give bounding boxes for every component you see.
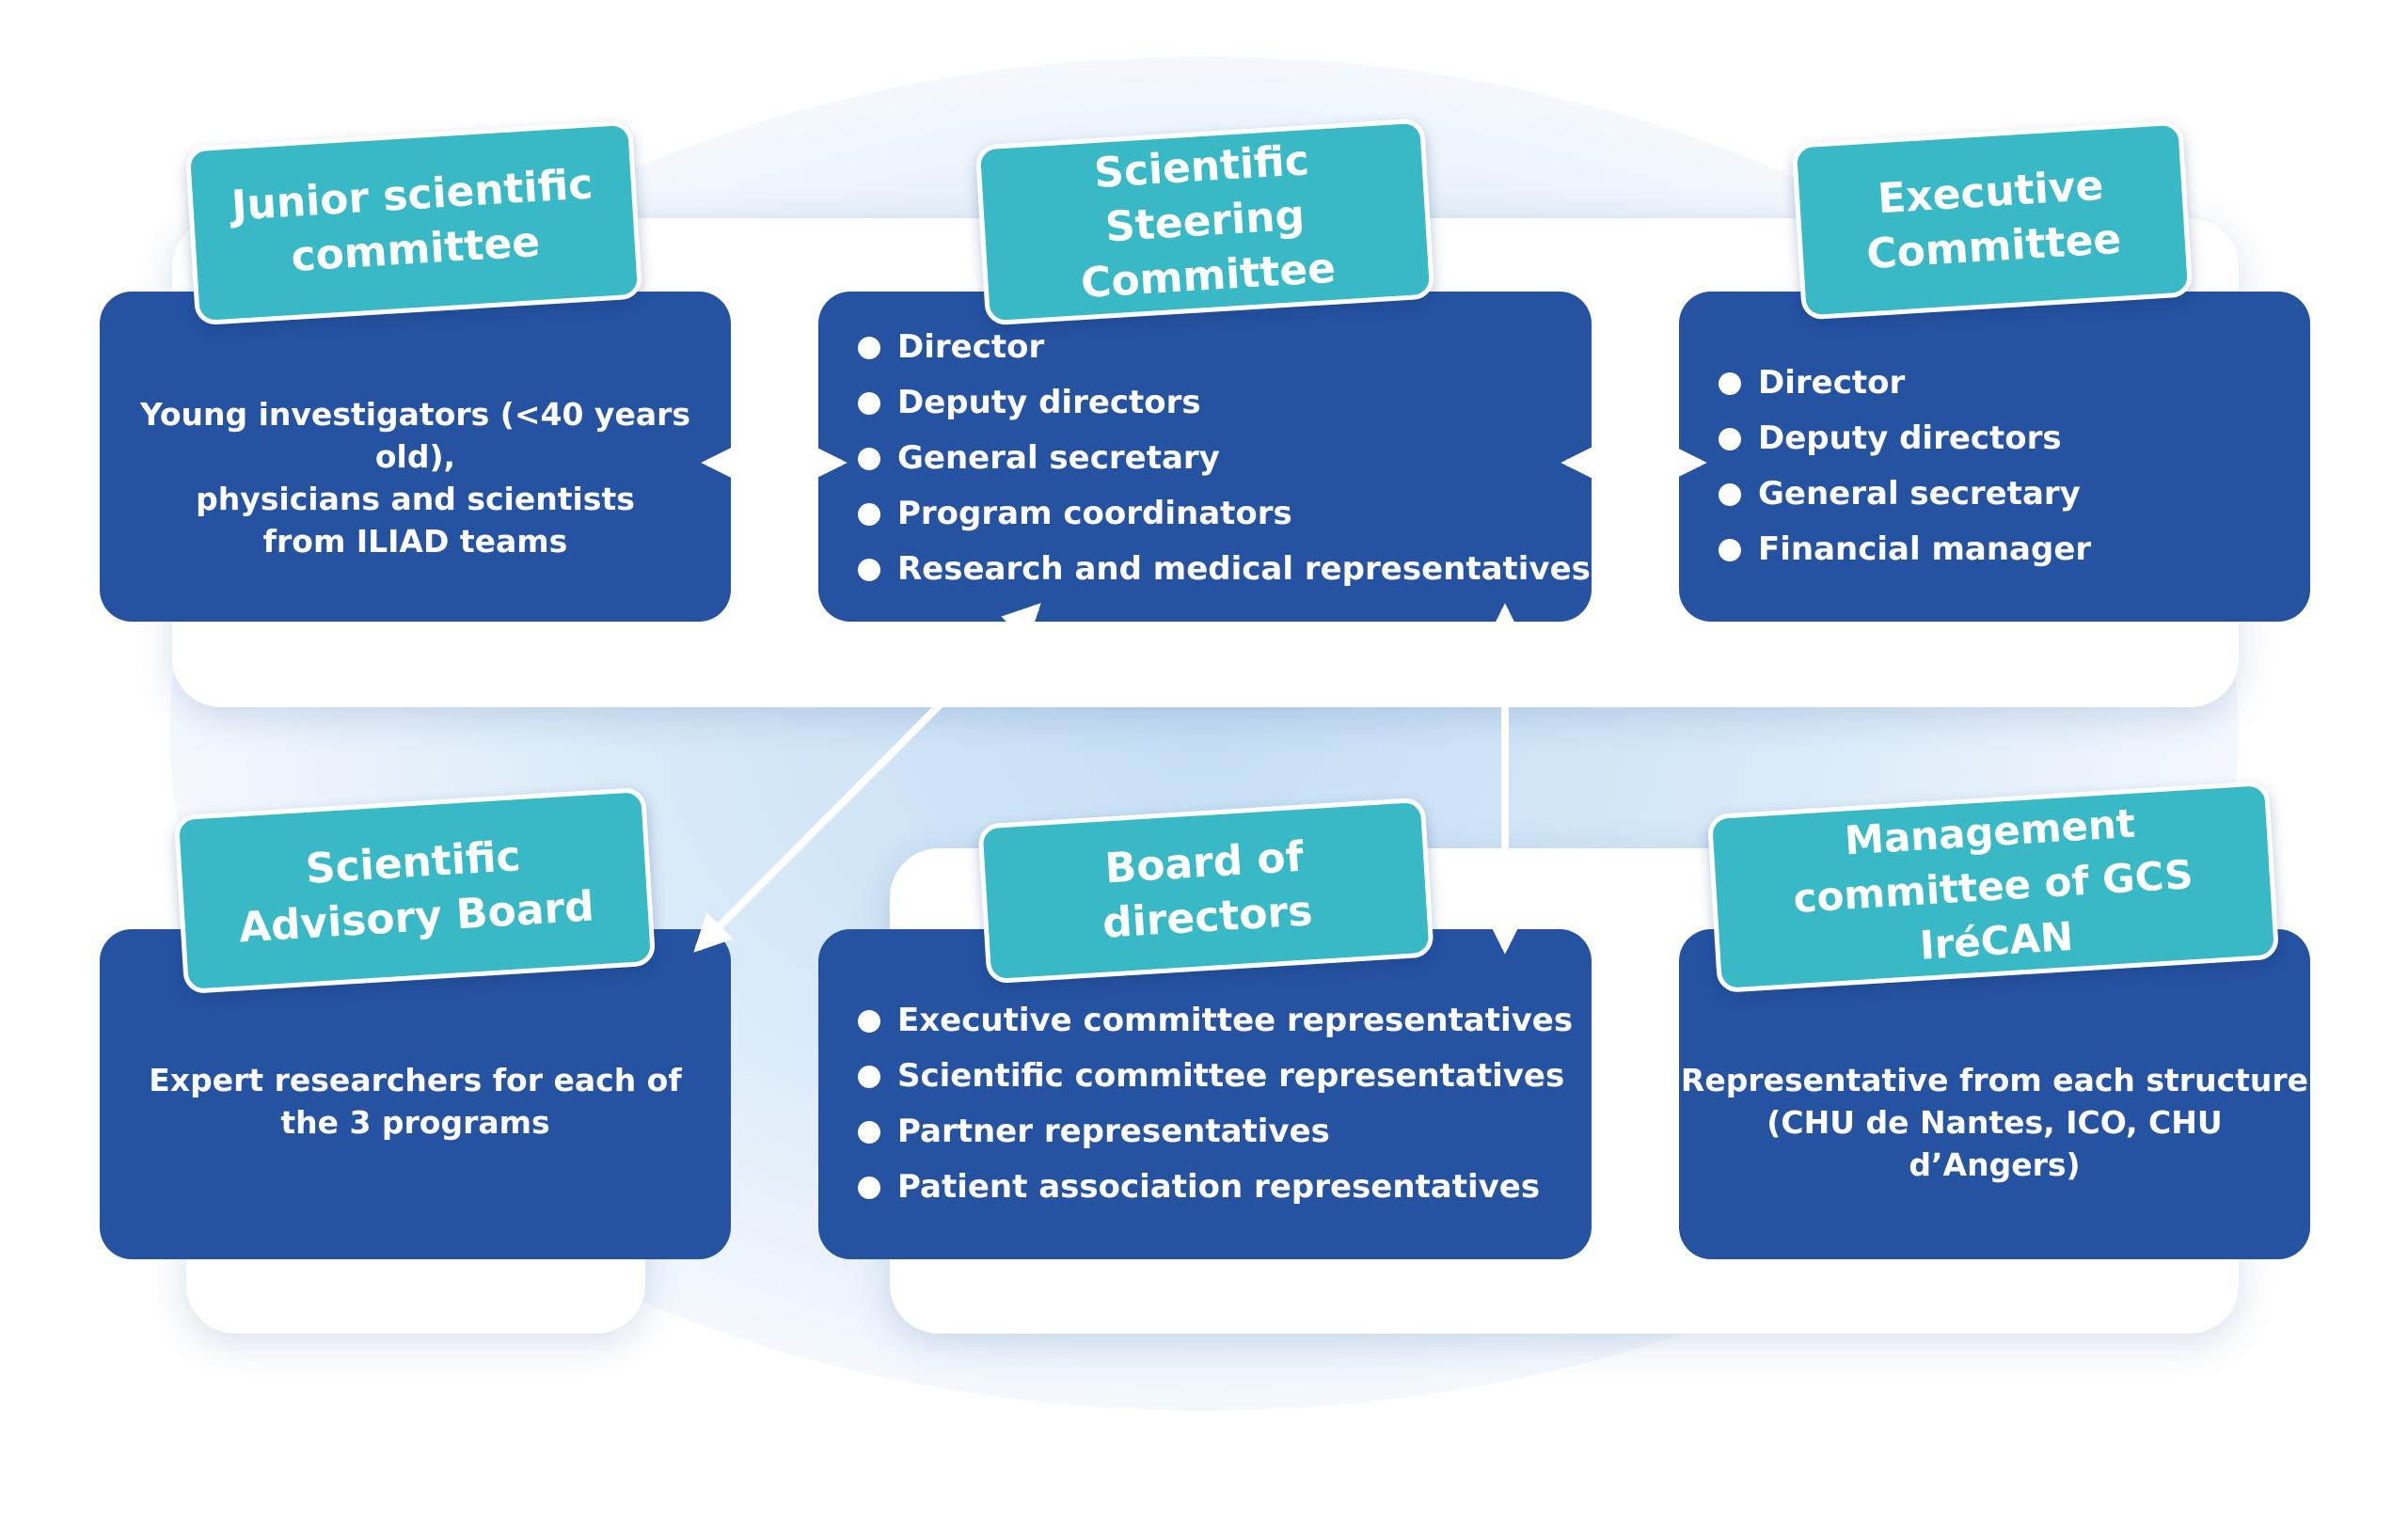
executive-committee-box: Director Deputy directors General secret… bbox=[1679, 292, 2310, 622]
member-label: Financial manager bbox=[1758, 530, 2092, 568]
member-label: Program coordinators bbox=[897, 495, 1292, 532]
board-members-list: Executive committee representatives Scie… bbox=[858, 993, 1573, 1215]
description-line: Representative from each structure bbox=[1680, 1062, 2309, 1098]
member-label: Patient association representatives bbox=[897, 1168, 1541, 1206]
list-item: Program coordinators bbox=[858, 486, 1591, 542]
advisory-board-description: Expert researchers for each of the 3 pro… bbox=[100, 1059, 731, 1144]
bullet-icon bbox=[858, 1121, 880, 1144]
description-line: (CHU de Nantes, ICO, CHU d’Angers) bbox=[1766, 1104, 2223, 1183]
member-label: Partner representatives bbox=[897, 1113, 1330, 1150]
member-label: General secretary bbox=[897, 439, 1220, 477]
bullet-icon bbox=[858, 559, 880, 581]
member-label: Deputy directors bbox=[897, 384, 1201, 421]
bullet-icon bbox=[1719, 539, 1741, 561]
arrow-steering-advisory bbox=[693, 603, 1041, 953]
executive-members-list: Director Deputy directors General secret… bbox=[1719, 355, 2091, 577]
list-item: Director bbox=[858, 320, 1591, 375]
bullet-icon bbox=[858, 1010, 880, 1033]
junior-committee-box: Young investigators (<40 years old), phy… bbox=[100, 292, 731, 622]
list-item: General secretary bbox=[858, 431, 1591, 486]
junior-committee-description: Young investigators (<40 years old), phy… bbox=[100, 393, 731, 562]
member-label: Research and medical representatives bbox=[897, 550, 1591, 588]
list-item: Deputy directors bbox=[858, 375, 1591, 431]
bullet-icon bbox=[858, 1066, 880, 1088]
list-item: Patient association representatives bbox=[858, 1160, 1573, 1215]
bullet-icon bbox=[858, 337, 880, 359]
steering-committee-box: Director Deputy directors General secret… bbox=[818, 292, 1592, 622]
description-line: Expert researchers for each of bbox=[149, 1062, 682, 1098]
list-item: Deputy directors bbox=[1719, 411, 2091, 466]
member-label: Executive committee representatives bbox=[897, 1002, 1574, 1039]
member-label: Deputy directors bbox=[1758, 419, 2062, 457]
member-label: Scientific committee representatives bbox=[897, 1057, 1565, 1095]
bullet-icon bbox=[858, 1177, 880, 1199]
list-item: Scientific committee representatives bbox=[858, 1049, 1573, 1104]
description-line: from ILIAD teams bbox=[262, 523, 568, 560]
steering-members-list: Director Deputy directors General secret… bbox=[858, 320, 1591, 597]
board-of-directors-box: Executive committee representatives Scie… bbox=[818, 929, 1592, 1259]
list-item: Executive committee representatives bbox=[858, 993, 1573, 1049]
list-item: Director bbox=[1719, 355, 2091, 411]
bullet-icon bbox=[858, 503, 880, 526]
list-item: Research and medical representatives bbox=[858, 542, 1591, 597]
list-item: General secretary bbox=[1719, 466, 2091, 522]
description-line: the 3 programs bbox=[280, 1104, 550, 1141]
bullet-icon bbox=[1719, 483, 1741, 506]
list-item: Partner representatives bbox=[858, 1104, 1573, 1160]
description-line: Young investigators (<40 years old), bbox=[139, 396, 691, 475]
bullet-icon bbox=[858, 448, 880, 470]
bullet-icon bbox=[1719, 428, 1741, 450]
description-line: physicians and scientists bbox=[196, 481, 635, 517]
member-label: Director bbox=[1758, 364, 1906, 402]
list-item: Financial manager bbox=[1719, 522, 2091, 577]
bullet-icon bbox=[858, 392, 880, 415]
management-committee-description: Representative from each structure (CHU … bbox=[1679, 1059, 2310, 1186]
member-label: General secretary bbox=[1758, 475, 2081, 513]
bullet-icon bbox=[1719, 372, 1741, 395]
member-label: Director bbox=[897, 328, 1045, 366]
